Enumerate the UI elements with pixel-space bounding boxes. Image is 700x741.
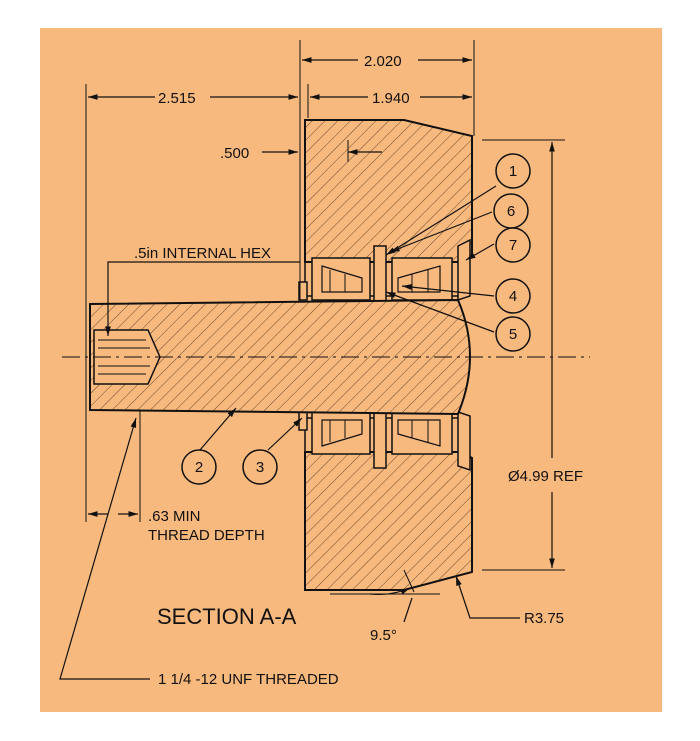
balloon-2: 2: [181, 449, 217, 485]
dim-wheel-width: 1.940: [372, 90, 410, 107]
note-thread-depth-2: THREAD DEPTH: [148, 527, 265, 544]
balloon-5: 5: [495, 316, 531, 352]
note-thread: 1 1/4 -12 UNF THREADED: [158, 671, 339, 688]
dim-diameter: Ø4.99 REF: [508, 468, 583, 485]
dim-angle: 9.5°: [370, 627, 397, 644]
svg-text:3: 3: [256, 459, 264, 476]
balloon-3: 3: [242, 449, 278, 485]
svg-text:2: 2: [195, 459, 203, 476]
dim-overall-width: 2.020: [364, 53, 402, 70]
balloon-1: 1: [495, 153, 531, 189]
balloon-6: 6: [493, 193, 529, 229]
dim-offset: .500: [220, 145, 249, 162]
svg-text:7: 7: [509, 237, 517, 254]
svg-text:5: 5: [509, 326, 517, 343]
section-title: SECTION A-A: [157, 604, 297, 629]
balloon-4: 4: [495, 278, 531, 314]
svg-text:1: 1: [509, 163, 517, 180]
extension-lines: [85, 40, 565, 571]
note-thread-depth-1: .63 MIN: [148, 508, 201, 525]
svg-text:4: 4: [509, 288, 517, 305]
dim-radius: R3.75: [524, 610, 564, 627]
svg-text:6: 6: [507, 203, 515, 220]
dimension-lines: [59, 57, 555, 680]
balloon-7: 7: [495, 227, 531, 263]
note-internal-hex: .5in INTERNAL HEX: [134, 245, 271, 262]
dim-shaft-length: 2.515: [158, 90, 196, 107]
